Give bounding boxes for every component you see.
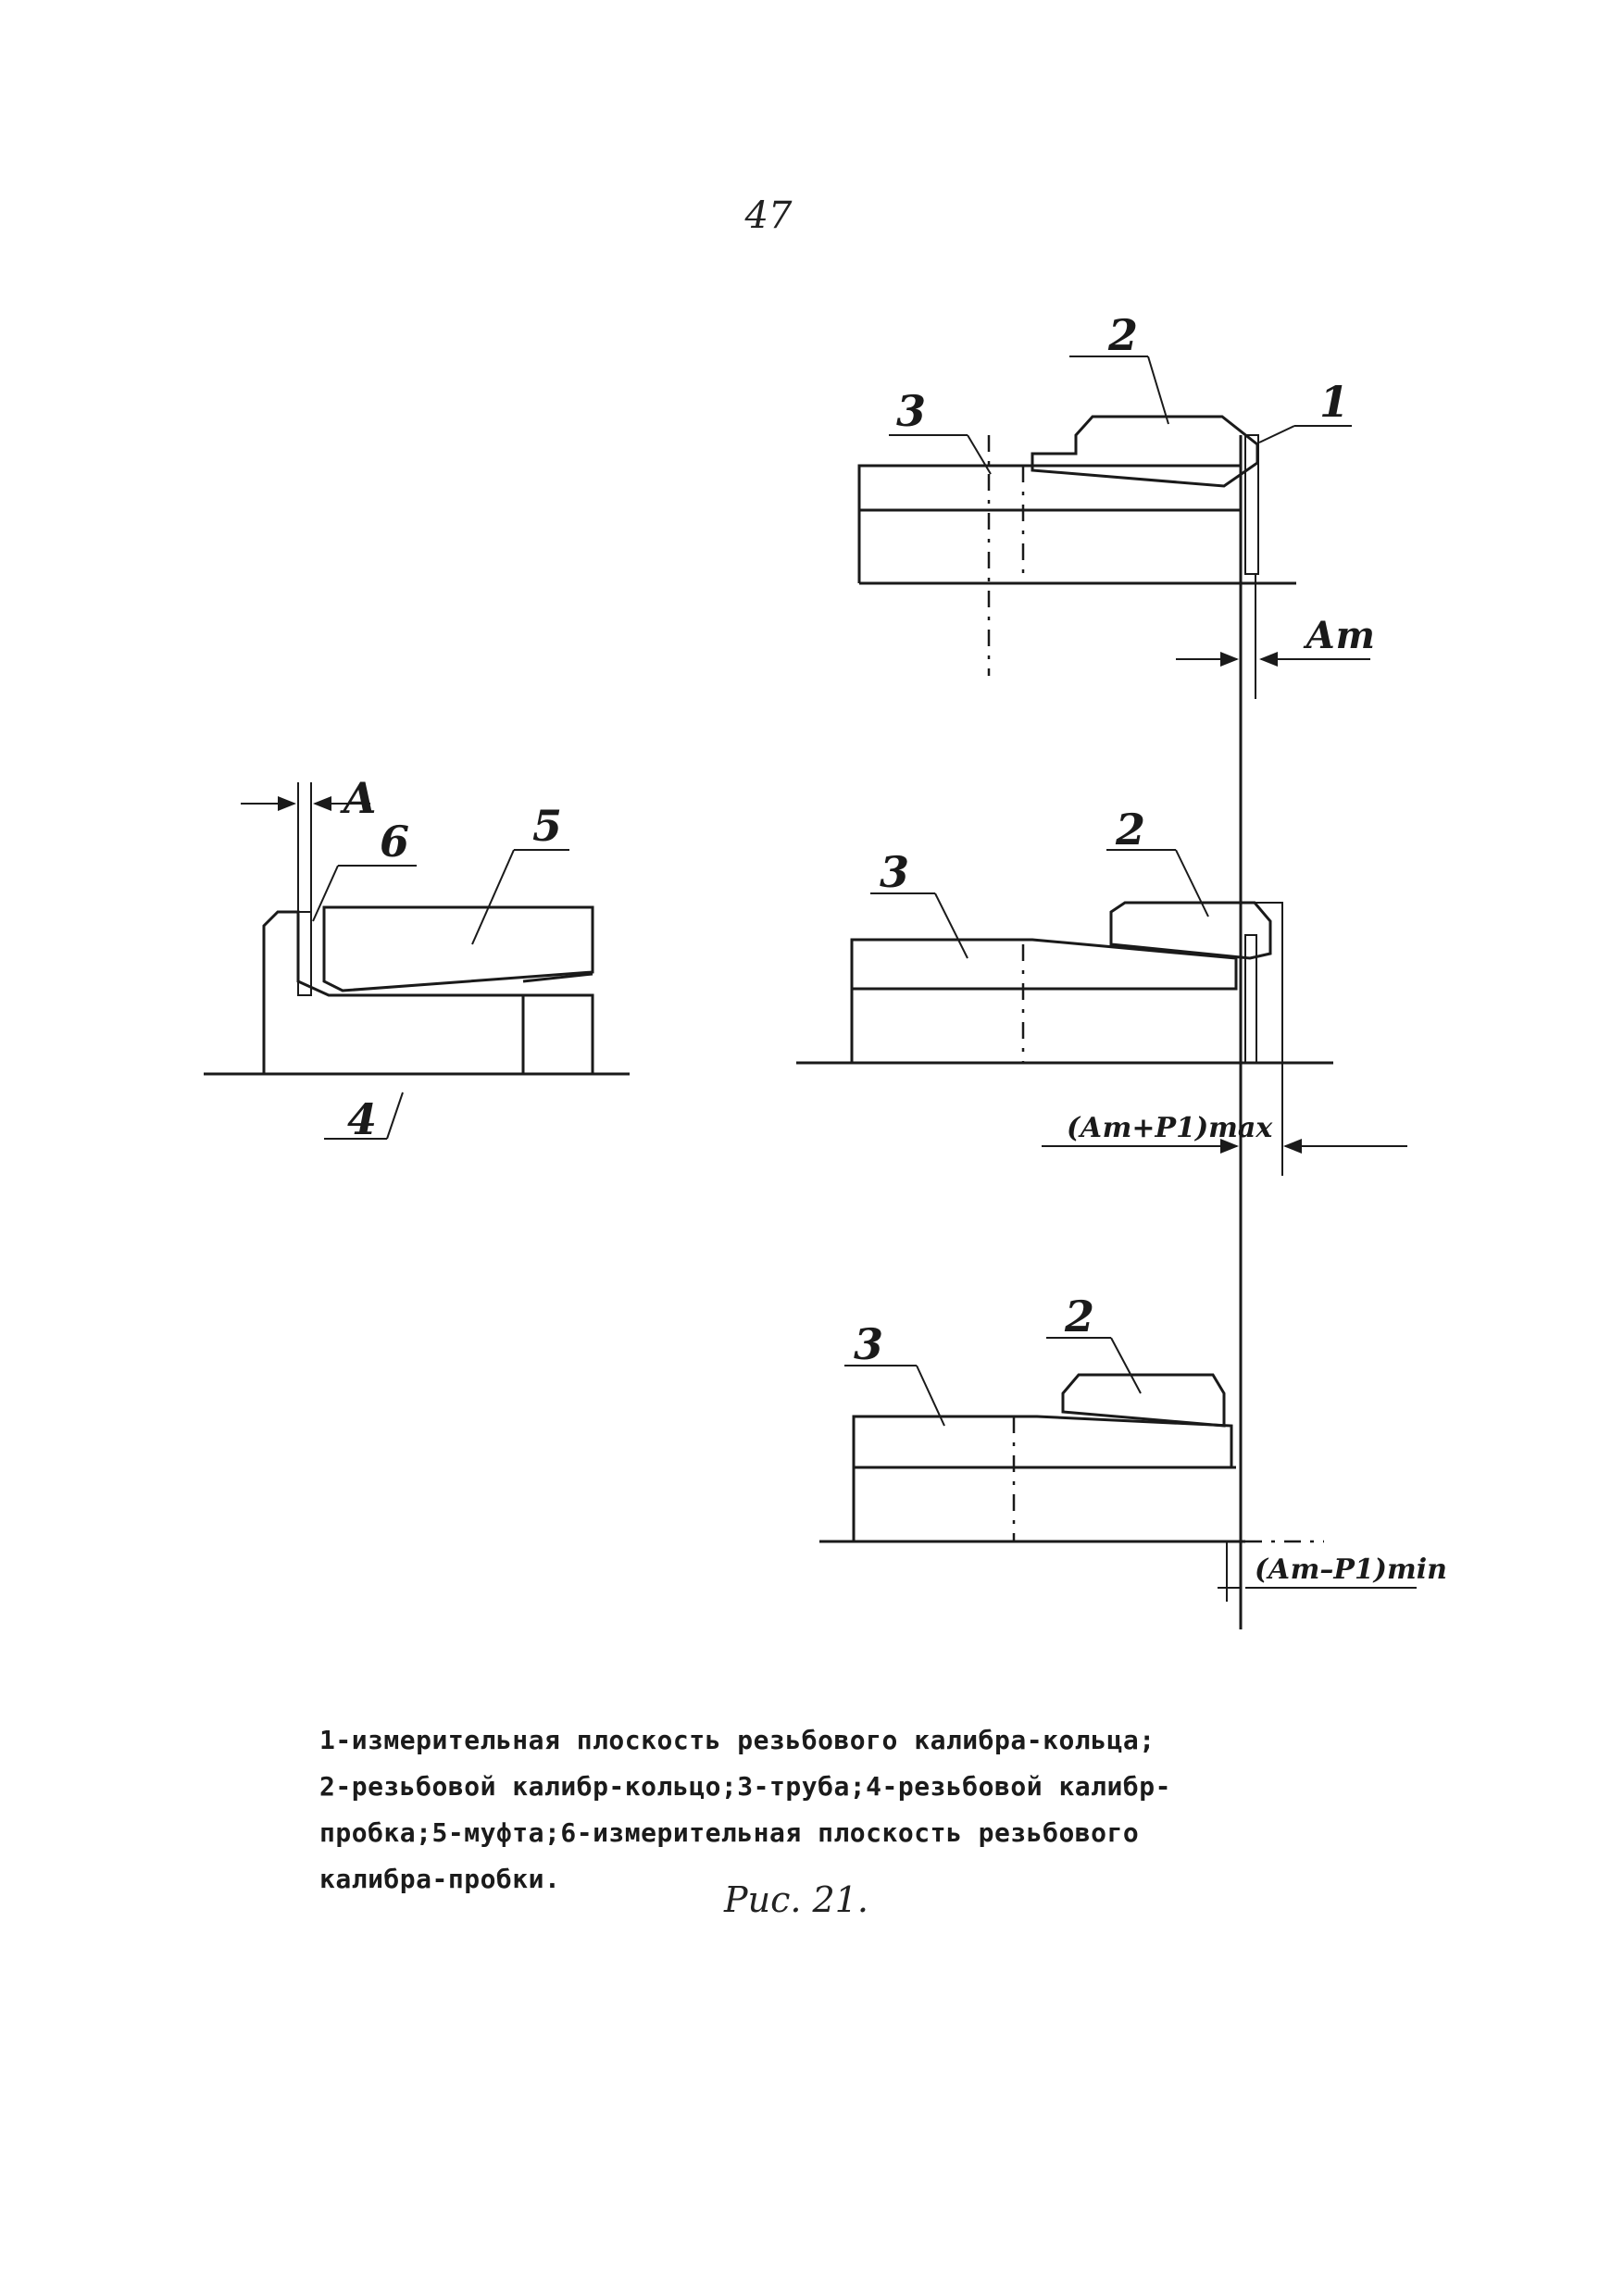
label-pipe-middle: 3 (880, 847, 909, 897)
caption-line: 2-резьбовой калибр-кольцо;3-труба;4-резь… (319, 1771, 1171, 1802)
middle-assembly: 2 3 (Ат+Р1)max (796, 805, 1407, 1176)
label-ring-gauge-bottom: 2 (1064, 1292, 1094, 1341)
label-dim-min: (Ат–Р1)min (1255, 1554, 1447, 1586)
ring-gauge-middle (1109, 901, 1272, 960)
top-assembly: 2 3 1 Ат (857, 310, 1375, 699)
plane-1-plate (1244, 434, 1259, 575)
caption-line: пробка;5-муфта;6-измерительная плоскость… (319, 1817, 1140, 1848)
label-pipe-top: 3 (896, 386, 926, 436)
label-pipe-bottom: 3 (854, 1319, 883, 1369)
figure-title: Рис. 21. (724, 1879, 868, 1920)
page-number: 47 (744, 194, 793, 237)
label-plane-plug: 6 (380, 817, 409, 867)
caption-line: 1-измерительная плоскость резьбового кал… (319, 1725, 1156, 1755)
label-plane-ring: 1 (1319, 377, 1349, 427)
label-ring-gauge-top: 2 (1107, 310, 1138, 360)
bottom-assembly: 2 3 (Ат–Р1)min (819, 1292, 1447, 1602)
ring-gauge-bottom (1061, 1373, 1226, 1428)
label-dim-max: (Ат+Р1)max (1067, 1112, 1273, 1144)
plug-gauge-body (262, 910, 525, 1076)
figure-caption: 1-измерительная плоскость резьбового кал… (319, 1717, 1301, 1903)
left-assembly: А 6 5 4 (204, 773, 630, 1144)
ring-gauge-top (1031, 415, 1259, 488)
label-coupling: 5 (532, 801, 562, 851)
label-dim-a: А (340, 773, 377, 823)
coupling-body (322, 905, 594, 992)
label-plug-gauge: 4 (347, 1094, 377, 1144)
pipe-middle-wall (850, 938, 1238, 991)
pipe-bottom-wall (852, 1415, 1233, 1469)
caption-line: калибра-пробки. (319, 1864, 561, 1894)
label-dim-at: Ат (1303, 614, 1375, 657)
label-ring-gauge-middle: 2 (1115, 805, 1145, 855)
